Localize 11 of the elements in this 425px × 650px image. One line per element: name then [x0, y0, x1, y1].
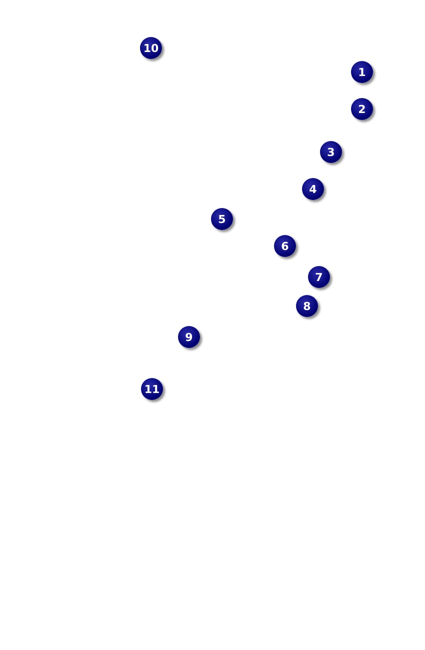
callout-number: 6 [274, 235, 296, 257]
callout-number: 4 [302, 178, 324, 200]
callout-number: 11 [141, 378, 163, 400]
callout-number: 2 [351, 98, 373, 120]
callout-number: 3 [320, 141, 342, 163]
callout-number: 7 [308, 266, 330, 288]
callout-number: 8 [296, 295, 318, 317]
callout-number: 5 [211, 208, 233, 230]
callout-number: 9 [178, 326, 200, 348]
callout-number: 10 [140, 37, 162, 59]
callout-number: 1 [351, 61, 373, 83]
